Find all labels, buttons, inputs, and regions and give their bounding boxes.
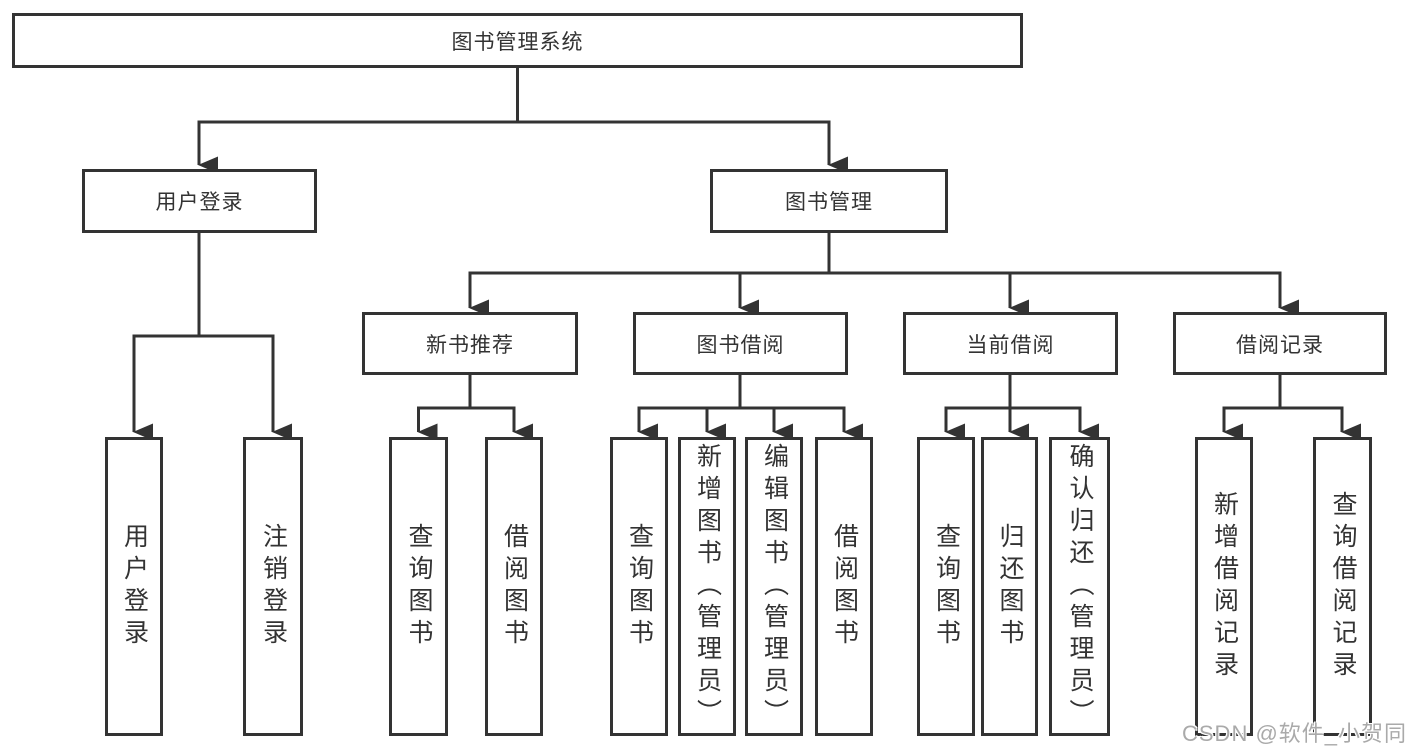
leaf-query-borrow-record-label: 查询借阅记录	[1329, 490, 1357, 683]
csdn-watermark: CSDN @软件_小贺同学	[1182, 721, 1405, 746]
node-user-login: 用户登录	[82, 169, 317, 233]
node-current-borrowing: 当前借阅	[903, 312, 1118, 375]
connector-trunks	[132, 68, 1344, 410]
leaf-borrow-books-recommend-label: 借阅图书	[500, 522, 529, 651]
leaf-return-books: 归还图书	[981, 437, 1038, 736]
leaf-confirm-return-admin-label: 确认归还（管理员）	[1066, 442, 1094, 731]
leaf-query-books-recommend-label: 查询图书	[405, 522, 433, 651]
leaf-confirm-return-admin: 确认归还（管理员）	[1049, 437, 1110, 736]
leaf-query-books-borrowing: 查询图书	[610, 437, 668, 736]
node-borrowing-records: 借阅记录	[1173, 312, 1387, 375]
leaf-add-borrow-record-label: 新增借阅记录	[1210, 490, 1239, 683]
leaf-query-books-borrowing-label: 查询图书	[625, 522, 654, 651]
leaf-borrow-books-borrowing-label: 借阅图书	[830, 522, 859, 651]
connector-arrows	[132, 122, 1361, 441]
leaf-query-borrow-record: 查询借阅记录	[1313, 437, 1372, 736]
leaf-query-books-current: 查询图书	[917, 437, 975, 736]
node-library-management-system: 图书管理系统	[12, 13, 1023, 68]
leaf-logout-label: 注销登录	[259, 522, 288, 651]
leaf-borrow-books-borrowing: 借阅图书	[815, 437, 873, 736]
leaf-query-books-recommend: 查询图书	[389, 437, 448, 736]
node-book-borrowing: 图书借阅	[633, 312, 848, 375]
leaf-query-books-current-label: 查询图书	[932, 522, 961, 651]
leaf-edit-book-admin: 编辑图书（管理员）	[745, 437, 803, 736]
leaf-return-books-label: 归还图书	[996, 522, 1024, 651]
node-book-management: 图书管理	[710, 169, 948, 233]
node-new-book-recommendation: 新书推荐	[362, 312, 578, 375]
leaf-add-book-admin-label: 新增图书（管理员）	[693, 442, 722, 731]
leaf-borrow-books-recommend: 借阅图书	[485, 437, 543, 736]
leaf-logout: 注销登录	[243, 437, 303, 736]
leaf-user-login-label: 用户登录	[120, 522, 149, 651]
leaf-add-book-admin: 新增图书（管理员）	[678, 437, 736, 736]
leaf-user-login: 用户登录	[105, 437, 163, 736]
leaf-edit-book-admin-label: 编辑图书（管理员）	[760, 442, 789, 731]
leaf-add-borrow-record: 新增借阅记录	[1195, 437, 1253, 736]
